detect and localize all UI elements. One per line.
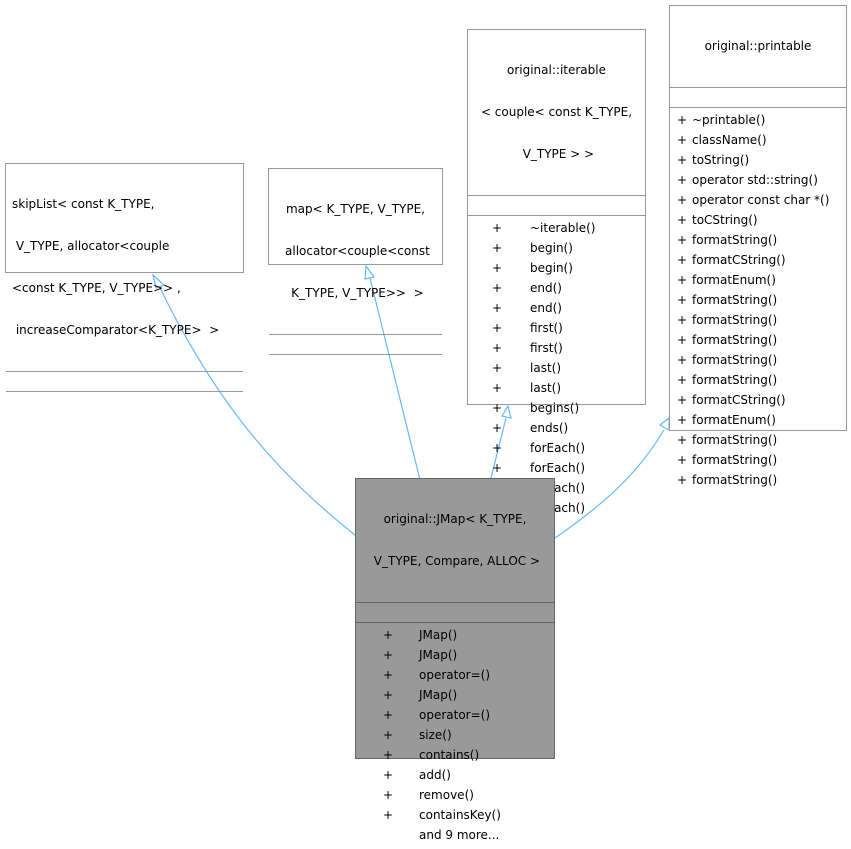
member-row: +formatCString(): [677, 253, 786, 267]
class-iterable-title: original::iterable < couple< const K_TYP…: [480, 63, 633, 161]
class-skiplist-methods: [6, 391, 243, 411]
member-row: +forEach(): [492, 441, 586, 455]
class-printable[interactable]: original::printable +~printable() +class…: [669, 5, 847, 487]
member-row: +JMap(): [383, 648, 458, 662]
class-jmap-attributes: [356, 602, 554, 622]
member-row: +formatString(): [677, 453, 778, 467]
member-row: +ends(): [492, 421, 569, 435]
edge-jmap-to-map: [369, 277, 421, 481]
edge-jmap-to-printable: [554, 429, 665, 539]
class-map[interactable]: map< K_TYPE, V_TYPE, allocator<couple<co…: [268, 168, 443, 355]
class-jmap-methods: +JMap() +JMap() +operator=() +JMap() +op…: [356, 622, 554, 849]
class-map-attributes: [269, 334, 442, 354]
member-row: +contains(): [383, 748, 480, 762]
member-row: +size(): [383, 728, 452, 742]
member-row: +remove(): [383, 788, 474, 802]
member-row: +formatString(): [677, 433, 778, 447]
member-row: +formatEnum(): [677, 413, 776, 427]
edge-jmap-to-skiplist: [159, 287, 356, 536]
member-row: +~iterable(): [492, 221, 596, 235]
class-map-methods: [269, 354, 442, 374]
arrowhead-iterable: [501, 404, 512, 419]
member-row: +begin(): [492, 261, 573, 275]
member-row: +end(): [492, 301, 562, 315]
class-iterable[interactable]: original::iterable < couple< const K_TYP…: [467, 29, 646, 515]
class-printable-methods: +~printable() +className() +toString() +…: [670, 107, 846, 494]
inheritance-edges: [151, 264, 670, 539]
member-row: +last(): [492, 361, 562, 375]
member-row: +formatString(): [677, 353, 778, 367]
member-row: +JMap(): [383, 688, 458, 702]
class-iterable-methods: +~iterable() +begin() +begin() +end() +e…: [468, 215, 645, 522]
member-row: +formatCString(): [677, 393, 786, 407]
member-row: +toString(): [677, 153, 750, 167]
class-jmap[interactable]: original::JMap< K_TYPE, V_TYPE, Compare,…: [355, 478, 555, 842]
member-row: +begins(): [492, 401, 580, 415]
edge-jmap-to-iterable: [490, 417, 507, 479]
member-row: +formatString(): [677, 333, 778, 347]
member-row: +formatString(): [677, 473, 778, 487]
member-more[interactable]: and 9 more...: [419, 828, 500, 842]
class-skiplist-title: skipList< const K_TYPE, V_TYPE, allocato…: [12, 197, 220, 337]
member-row: +operator=(): [383, 668, 491, 682]
member-row: +forEach(): [492, 461, 586, 475]
member-row: +operator=(): [383, 708, 491, 722]
class-iterable-attributes: [468, 195, 645, 215]
member-row: +begin(): [492, 241, 573, 255]
member-row: +formatString(): [677, 373, 778, 387]
member-row: +toCString(): [677, 213, 758, 227]
class-jmap-title: original::JMap< K_TYPE, V_TYPE, Compare,…: [369, 512, 541, 568]
class-printable-title: original::printable: [704, 39, 812, 53]
class-map-title: map< K_TYPE, V_TYPE, allocator<couple<co…: [281, 202, 430, 300]
arrowhead-skiplist: [151, 273, 166, 289]
member-row: +add(): [383, 768, 451, 782]
class-skiplist[interactable]: skipList< const K_TYPE, V_TYPE, allocato…: [5, 163, 244, 392]
member-row: +first(): [492, 341, 563, 355]
member-row: +end(): [492, 281, 562, 295]
member-row: +containsKey(): [383, 808, 501, 822]
member-row: +formatEnum(): [677, 273, 776, 287]
member-row: +last(): [492, 381, 562, 395]
class-printable-attributes: [670, 87, 846, 107]
member-row: +className(): [677, 133, 767, 147]
member-row: +formatString(): [677, 293, 778, 307]
member-row: +~printable(): [677, 113, 766, 127]
member-row: +operator const char *(): [677, 193, 830, 207]
member-row: +formatString(): [677, 233, 778, 247]
class-skiplist-attributes: [6, 371, 243, 391]
member-row: +operator std::string(): [677, 173, 818, 187]
member-row: +first(): [492, 321, 563, 335]
arrowhead-map: [364, 264, 376, 280]
member-row: +formatString(): [677, 313, 778, 327]
arrowhead-printable: [658, 416, 670, 432]
member-row: +JMap(): [383, 628, 458, 642]
